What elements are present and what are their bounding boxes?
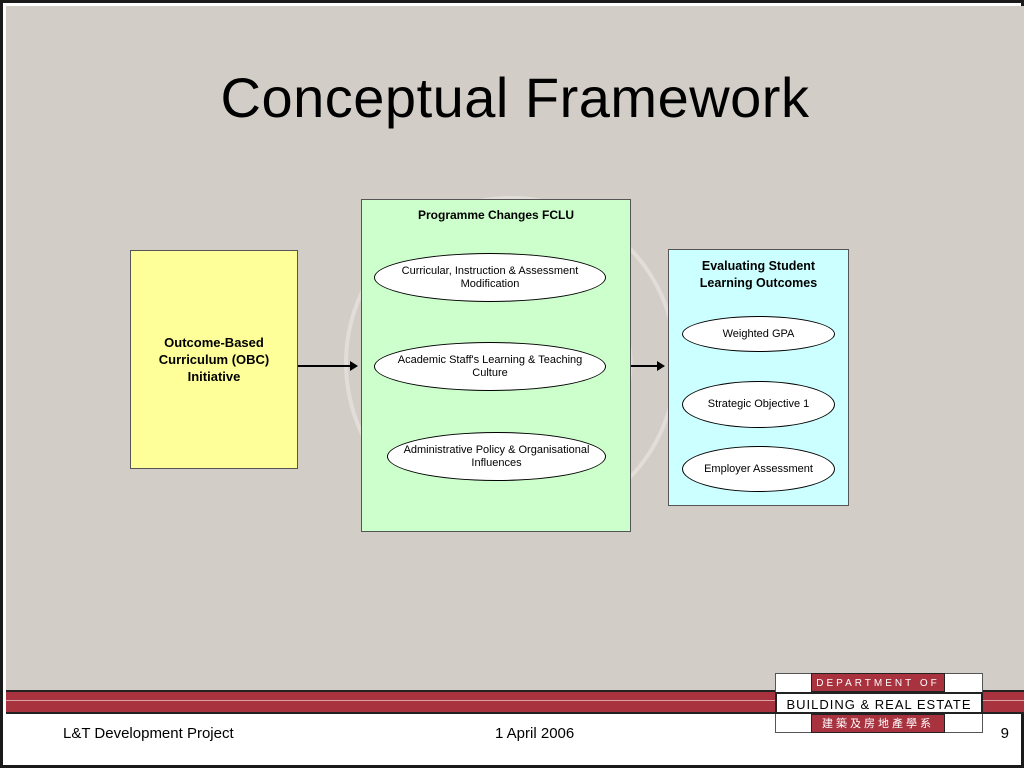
logo-line2: BUILDING & REAL ESTATE — [775, 692, 983, 714]
evaluation-title: Evaluating Student Learning Outcomes — [699, 259, 818, 290]
department-logo: DEPARTMENT OF BUILDING & REAL ESTATE 建築及… — [775, 673, 983, 735]
footer-date: 1 April 2006 — [495, 725, 575, 742]
footer-project: L&T Development Project — [63, 725, 234, 742]
oval-strategic-objective: Strategic Objective 1 — [682, 381, 835, 428]
obc-initiative-label: Outcome-Based Curriculum (OBC) Initiativ… — [158, 335, 270, 384]
oval-employer-assessment-label: Employer Assessment — [704, 462, 813, 475]
oval-curricular-modification-label: Curricular, Instruction & Assessment Mod… — [401, 264, 579, 290]
logo-frame-top-left — [775, 673, 811, 692]
obc-initiative-box: Outcome-Based Curriculum (OBC) Initiativ… — [130, 250, 298, 469]
footer-stripe — [6, 700, 1024, 701]
oval-employer-assessment: Employer Assessment — [682, 446, 835, 492]
arrow-to-programme-changes — [298, 361, 358, 371]
oval-administrative-policy-label: Administrative Policy & Organisational I… — [403, 443, 590, 469]
oval-administrative-policy: Administrative Policy & Organisational I… — [387, 432, 606, 481]
logo-frame-bottom-right — [945, 714, 983, 733]
oval-weighted-gpa-label: Weighted GPA — [722, 327, 795, 340]
footer-page-number: 9 — [1000, 725, 1009, 742]
logo-line1: DEPARTMENT OF — [811, 673, 945, 692]
programme-changes-title: Programme Changes FCLU — [417, 208, 575, 222]
logo-line3: 建築及房地產學系 — [811, 714, 945, 733]
oval-staff-teaching-culture-label: Academic Staff's Learning & Teaching Cul… — [397, 353, 583, 379]
logo-frame-bottom-left — [775, 714, 811, 733]
logo-frame-top-right — [945, 673, 983, 692]
oval-weighted-gpa: Weighted GPA — [682, 316, 835, 352]
oval-staff-teaching-culture: Academic Staff's Learning & Teaching Cul… — [374, 342, 606, 391]
oval-strategic-objective-label: Strategic Objective 1 — [707, 398, 810, 410]
oval-curricular-modification: Curricular, Instruction & Assessment Mod… — [374, 253, 606, 302]
slide-title: Conceptual Framework — [220, 66, 810, 129]
arrow-to-evaluation — [631, 361, 665, 371]
